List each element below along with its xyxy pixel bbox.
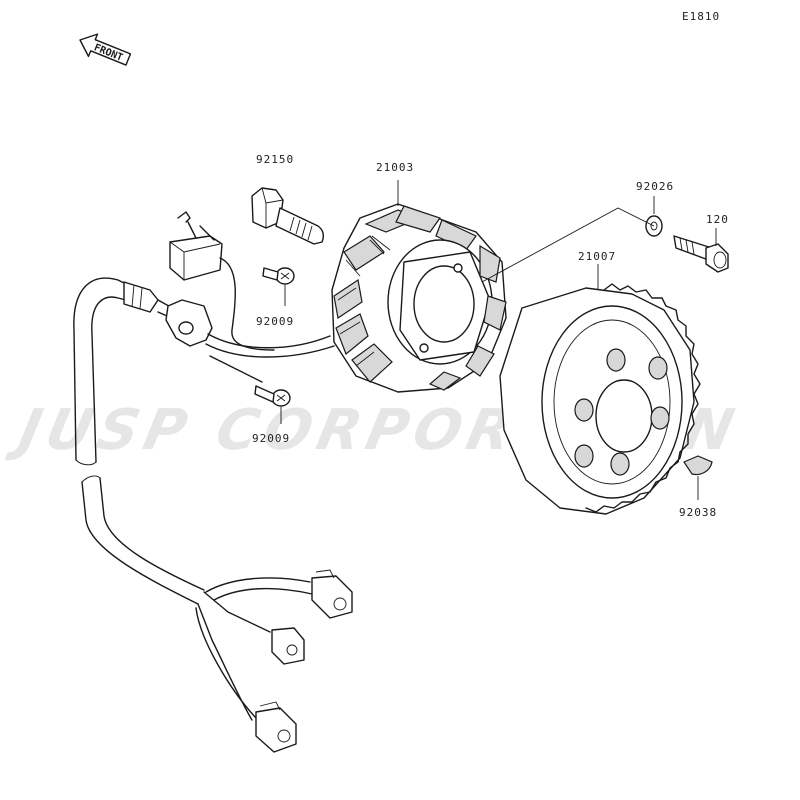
connector-upper-part bbox=[311, 569, 353, 619]
stator-bolt-part bbox=[251, 187, 325, 245]
wiring-bracket-part bbox=[169, 211, 275, 351]
flywheel-bolt-part bbox=[673, 228, 729, 273]
woodruff-key-part bbox=[683, 455, 713, 500]
part-number-label: 92038 bbox=[679, 506, 718, 519]
diagram-code: E1810 bbox=[682, 10, 721, 23]
connector-middle-part bbox=[271, 627, 305, 665]
connector-lower-part bbox=[255, 701, 297, 753]
wiring-harness-part bbox=[73, 277, 335, 721]
screw-upper-part bbox=[262, 267, 295, 306]
stator-part bbox=[331, 180, 507, 393]
part-number-label: 21003 bbox=[376, 161, 415, 174]
screw-lower-part bbox=[254, 385, 291, 424]
part-number-label: 92026 bbox=[636, 180, 675, 193]
leader-line-stator-washer bbox=[481, 207, 655, 283]
washer-part bbox=[645, 196, 663, 237]
part-number-label: 120 bbox=[706, 213, 729, 226]
flywheel-rotor-part bbox=[499, 264, 701, 515]
part-number-label: 21007 bbox=[578, 250, 617, 263]
part-number-label: 92009 bbox=[252, 432, 291, 445]
part-number-label: 92150 bbox=[256, 153, 295, 166]
front-arrow-icon: FRONT bbox=[79, 33, 132, 66]
part-number-label: 92009 bbox=[256, 315, 295, 328]
